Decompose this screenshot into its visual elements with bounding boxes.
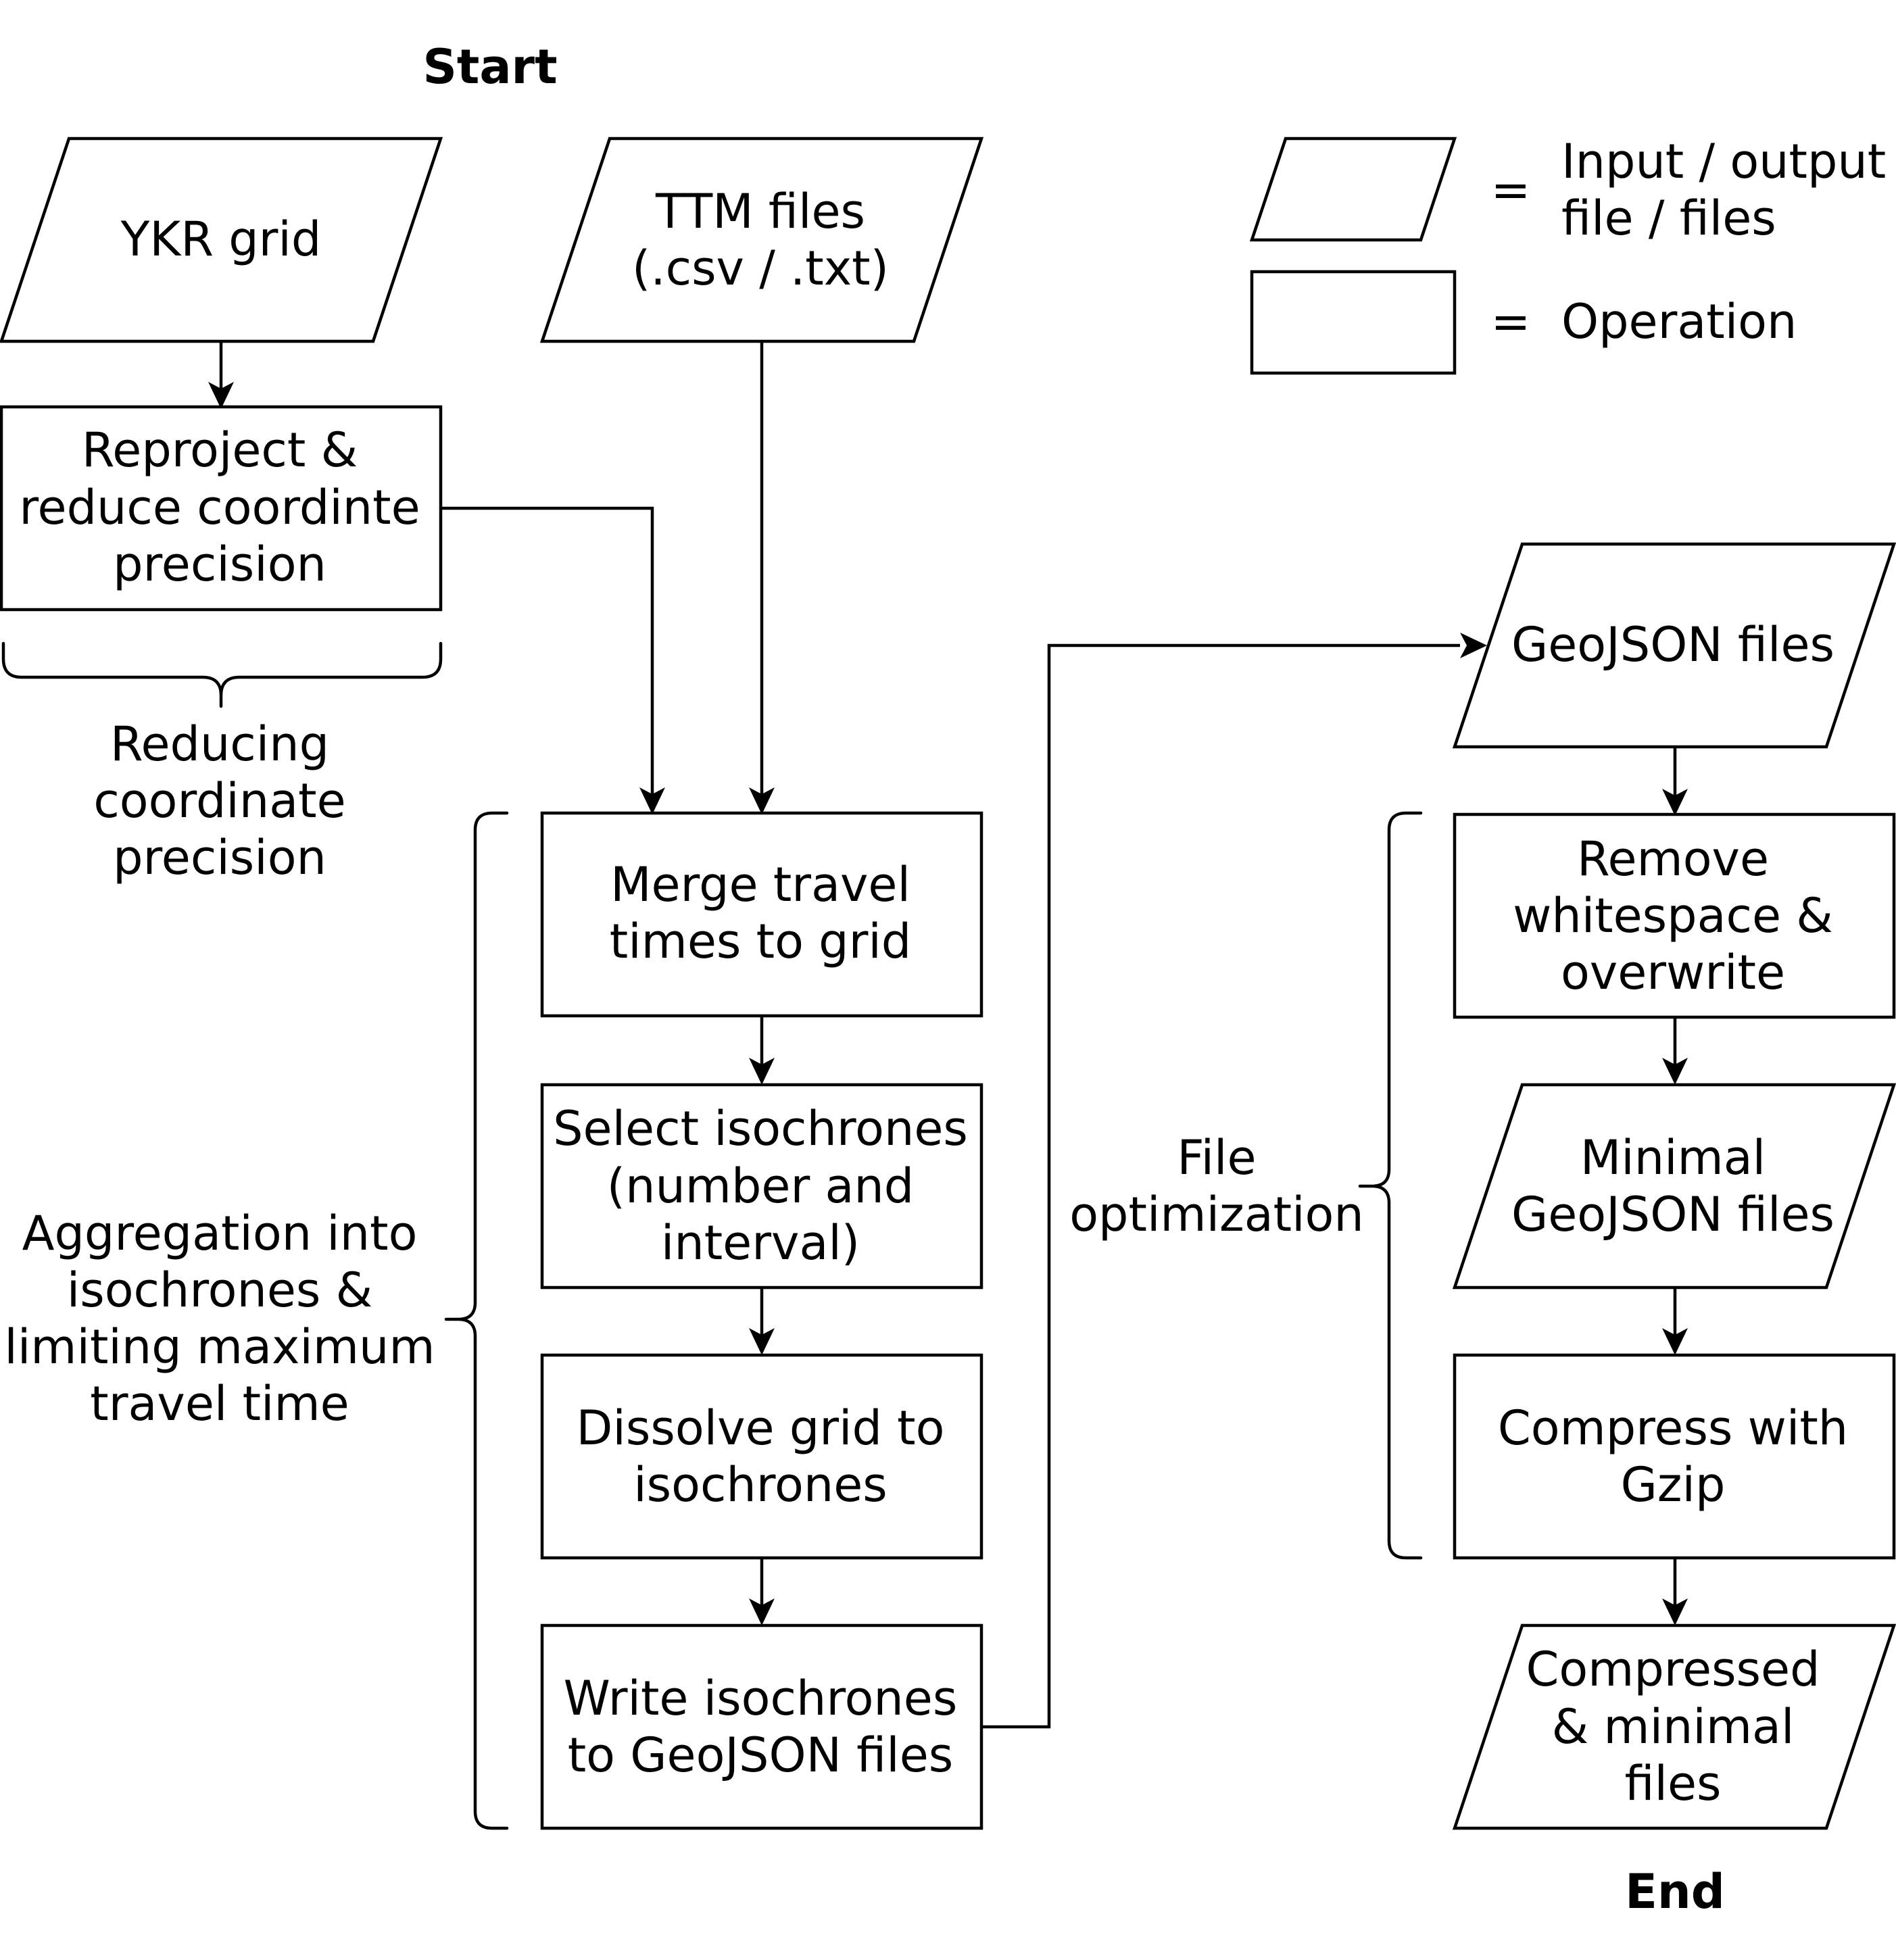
arrowhead xyxy=(749,1328,775,1355)
node-select-isochrones: Select isochrones (number and interval) xyxy=(540,1083,983,1290)
node-text: overwrite xyxy=(1561,945,1785,1000)
edge-reproject-to-merge xyxy=(441,506,654,794)
group-label-aggregation: Aggregation into isochrones & limiting m… xyxy=(4,1206,435,1431)
node-text: whitespace & xyxy=(1513,888,1833,944)
arrowhead xyxy=(749,1058,775,1085)
arrowhead xyxy=(1662,789,1688,816)
legend-equals-op: = xyxy=(1491,294,1531,349)
operation-box xyxy=(540,1623,983,1830)
node-text: Compressed xyxy=(1526,1642,1820,1697)
legend-input-output-symbol xyxy=(1249,137,1457,242)
brace-file-optimization xyxy=(1358,811,1423,1560)
node-text: TTM files xyxy=(655,184,865,239)
legend-operation-label: Operation xyxy=(1561,294,1797,349)
node-remove-whitespace: Remove whitespace & overwrite xyxy=(1453,812,1896,1019)
node-text: Remove xyxy=(1577,831,1769,887)
arrowheads xyxy=(208,382,1688,1625)
node-compressed-files: Compressed & minimal files xyxy=(1452,1623,1896,1830)
group-text: coordinate xyxy=(93,773,345,829)
node-reproject: Reproject & reduce coordinte precision xyxy=(0,405,443,612)
node-text: interval) xyxy=(661,1215,860,1271)
node-text: Gzip xyxy=(1621,1457,1726,1513)
arrowhead xyxy=(208,382,234,409)
group-text: precision xyxy=(113,830,326,885)
node-text: GeoJSON files xyxy=(1511,617,1834,672)
node-text: to GeoJSON files xyxy=(568,1728,954,1783)
operation-box xyxy=(540,1083,983,1290)
legend-io-label-line2: file / files xyxy=(1561,191,1776,246)
operation-box xyxy=(0,405,443,612)
legend: = Input / output file / files = Operatio… xyxy=(1249,134,1886,375)
brace-aggregation xyxy=(444,811,509,1830)
input-output-shape xyxy=(539,137,984,343)
input-output-shape xyxy=(0,137,443,343)
node-geojson-files: GeoJSON files xyxy=(1452,542,1896,749)
node-text: GeoJSON files xyxy=(1511,1187,1834,1242)
node-text: & minimal xyxy=(1552,1699,1795,1755)
node-text: files xyxy=(1624,1756,1721,1811)
group-text: limiting maximum xyxy=(4,1319,435,1375)
node-text: Select isochrones xyxy=(553,1101,968,1156)
node-text: Reproject & xyxy=(82,422,358,478)
legend-equals-io: = xyxy=(1491,162,1531,218)
node-text: (number and xyxy=(607,1158,914,1214)
group-text: Reducing xyxy=(110,716,329,772)
node-text: reduce coordinte xyxy=(19,480,420,535)
arrowhead xyxy=(749,1598,775,1625)
node-compress-gzip: Compress with Gzip xyxy=(1453,1353,1896,1560)
group-text: optimization xyxy=(1069,1187,1364,1242)
legend-io-label-line1: Input / output xyxy=(1561,134,1886,189)
legend-operation-symbol xyxy=(1250,270,1457,375)
node-text: Dissolve grid to xyxy=(577,1400,945,1456)
group-text: isochrones & xyxy=(67,1263,372,1318)
arrowhead xyxy=(1460,633,1487,658)
node-ttm-files: TTM files (.csv / .txt) xyxy=(539,137,984,343)
braces xyxy=(1,641,1423,1830)
arrowhead xyxy=(749,787,775,814)
node-text: YKR grid xyxy=(120,212,322,267)
node-text: precision xyxy=(113,537,326,592)
node-text: (.csv / .txt) xyxy=(632,241,889,296)
node-text: Merge travel xyxy=(610,857,910,912)
end-label: End xyxy=(1625,1864,1725,1919)
connectors xyxy=(219,341,1677,1729)
operation-box xyxy=(540,811,983,1018)
group-text: File xyxy=(1177,1130,1256,1185)
node-write-geojson: Write isochrones to GeoJSON files xyxy=(540,1623,983,1830)
node-text: Compress with xyxy=(1498,1400,1848,1456)
group-label-reducing: Reducing coordinate precision xyxy=(93,716,345,885)
start-label: Start xyxy=(422,39,557,95)
node-text: Write isochrones xyxy=(564,1671,958,1726)
group-text: Aggregation into xyxy=(22,1206,418,1261)
arrowhead xyxy=(639,787,665,814)
node-ykr-grid: YKR grid xyxy=(0,137,443,343)
arrowhead xyxy=(1662,1058,1688,1085)
input-output-shape xyxy=(1452,1083,1896,1290)
node-dissolve: Dissolve grid to isochrones xyxy=(540,1353,983,1560)
arrowhead xyxy=(1662,1328,1688,1355)
node-text: isochrones xyxy=(633,1457,888,1513)
brace-reducing-precision xyxy=(1,641,443,708)
node-minimal-geojson: Minimal GeoJSON files xyxy=(1452,1083,1896,1290)
operation-box xyxy=(1453,1353,1896,1560)
arrowhead xyxy=(1662,1598,1688,1625)
node-text: Minimal xyxy=(1580,1130,1766,1185)
group-text: travel time xyxy=(90,1376,349,1431)
input-output-shape xyxy=(1452,542,1896,749)
operation-box xyxy=(1453,812,1896,1019)
group-label-file-optimization: File optimization xyxy=(1069,1130,1364,1242)
node-merge: Merge travel times to grid xyxy=(540,811,983,1018)
node-text: times to grid xyxy=(610,914,912,969)
edge-write-to-geojson xyxy=(981,643,1460,1729)
operation-box xyxy=(540,1353,983,1560)
input-output-shape xyxy=(1452,1623,1896,1830)
